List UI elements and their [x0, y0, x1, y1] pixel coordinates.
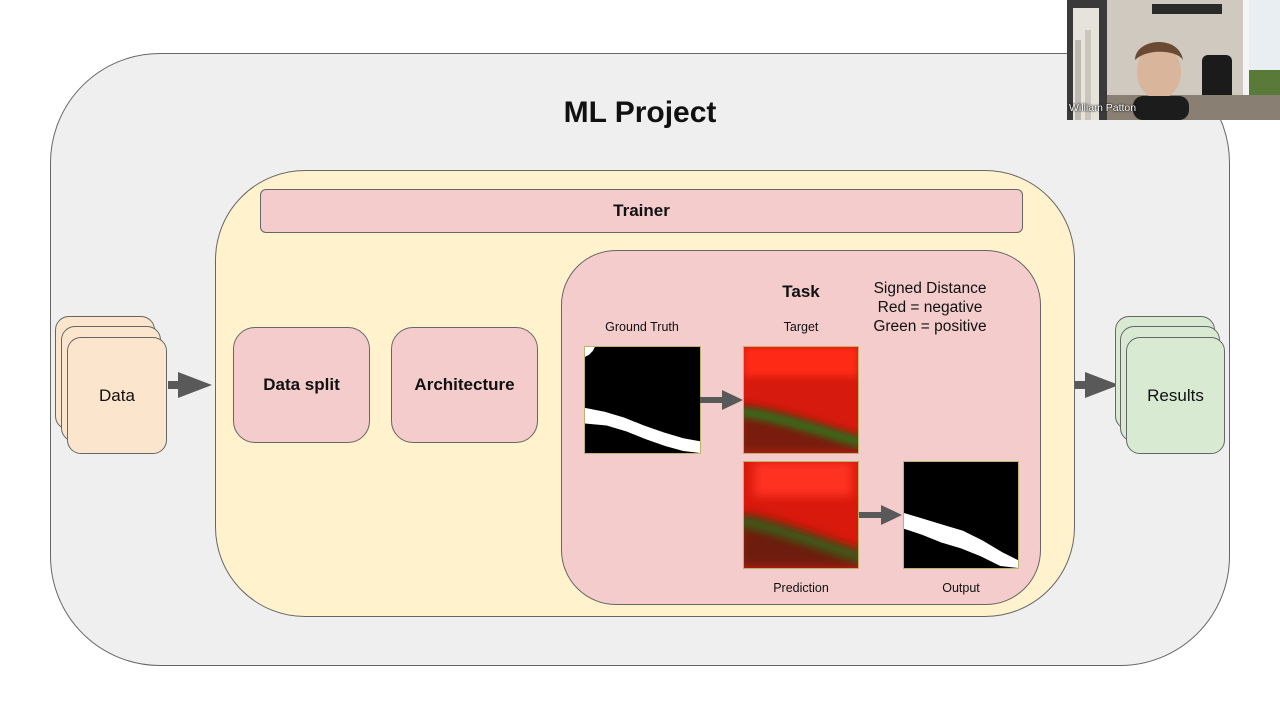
output-image [903, 461, 1019, 569]
prediction-image [743, 461, 859, 569]
legend-line-red-negative: Red = negative [877, 299, 983, 316]
ground-truth-label: Ground Truth [605, 320, 679, 334]
data-card: Data [67, 337, 167, 454]
data-split-box: Data split [233, 327, 370, 443]
output-label: Output [942, 581, 980, 595]
legend-line-signed-distance: Signed Distance [873, 280, 987, 297]
webcam-scene [1067, 0, 1280, 120]
trainer-box: Trainer [260, 189, 1023, 233]
task-title: Task [782, 282, 820, 301]
target-label: Target [783, 320, 819, 334]
webcam-video [1067, 0, 1280, 120]
arrow-trainer-to-results [1075, 372, 1119, 398]
arrow-data-to-trainer [168, 372, 212, 398]
arrow-prediction-to-output [859, 505, 902, 525]
prediction-label: Prediction [773, 581, 829, 595]
architecture-box: Architecture [391, 327, 538, 443]
project-title: ML Project [563, 96, 717, 129]
results-card: Results [1126, 337, 1225, 454]
legend-line-green-positive: Green = positive [873, 318, 987, 335]
target-image [743, 346, 859, 454]
ground-truth-image [584, 346, 701, 454]
participant-name-label: William Patton [1069, 102, 1137, 114]
arrow-ground-truth-to-target [700, 390, 743, 410]
